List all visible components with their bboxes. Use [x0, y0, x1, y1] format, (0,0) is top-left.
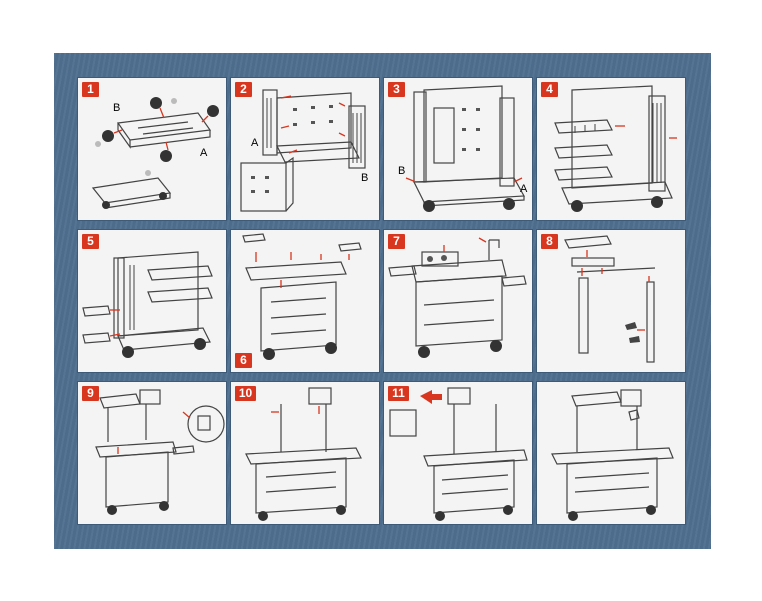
- side-panels-drawing: A B: [240, 89, 368, 212]
- step-number-1: 1: [82, 82, 99, 97]
- label-b: B: [113, 102, 120, 114]
- step-number-10: 10: [235, 386, 256, 401]
- side-board-drawing: [389, 387, 528, 521]
- step-panel-10: 10: [231, 382, 379, 524]
- step-panel-12: [537, 382, 685, 524]
- step-panel-8: 8: [537, 230, 685, 372]
- step-number-9: 9: [82, 386, 99, 401]
- instruction-sheet: 1 B A 2: [54, 53, 711, 549]
- step-panel-7: 7: [384, 230, 532, 372]
- step-panel-5: 5: [78, 230, 226, 372]
- step-number-7: 7: [388, 234, 405, 249]
- cart-base-wheels-drawing: B A: [91, 97, 219, 209]
- step-panel-11: 11: [384, 382, 532, 524]
- canopy-mounting-drawing: [95, 389, 225, 515]
- frame-on-base-drawing: B A: [398, 85, 528, 212]
- step-number-6: 6: [235, 353, 252, 368]
- shelves-installation-drawing: [554, 85, 677, 212]
- step-panel-9: 9: [78, 382, 226, 524]
- step-number-2: 2: [235, 82, 252, 97]
- label-a: A: [520, 183, 528, 195]
- side-trays-drawing: [82, 251, 213, 358]
- canopy-poles-drawing: [564, 235, 656, 363]
- top-counter-drawing: [242, 233, 362, 360]
- step-panel-1: 1 B A: [78, 78, 226, 220]
- step-number-4: 4: [541, 82, 558, 97]
- step-number-11: 11: [388, 386, 409, 401]
- label-a: A: [200, 147, 208, 159]
- step-panel-6: 6: [231, 230, 379, 372]
- label-b: B: [398, 165, 405, 177]
- step-number-5: 5: [82, 234, 99, 249]
- step-number-3: 3: [388, 82, 405, 97]
- stove-faucet-drawing: [388, 237, 527, 358]
- finished-kitchen-cart-drawing: [551, 389, 674, 521]
- label-b: B: [361, 172, 368, 184]
- step-panel-3: 3 B A: [384, 78, 532, 220]
- step-number-8: 8: [541, 234, 558, 249]
- sign-board-drawing: [245, 387, 362, 521]
- label-a: A: [251, 137, 259, 149]
- step-panel-2: 2 A B: [231, 78, 379, 220]
- step-panel-4: 4: [537, 78, 685, 220]
